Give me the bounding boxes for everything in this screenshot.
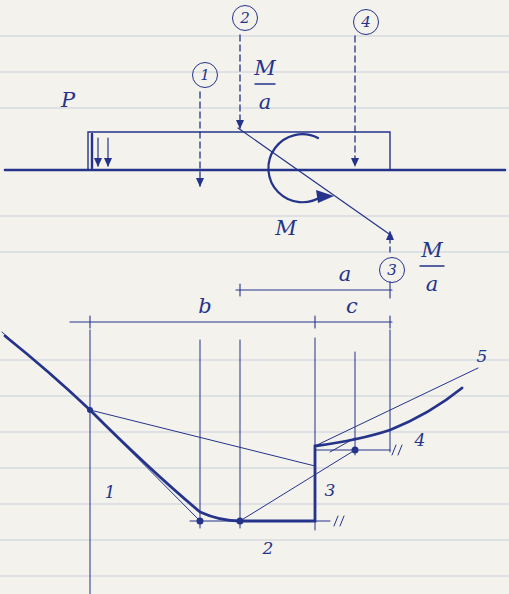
callout-number: 1 xyxy=(200,68,210,83)
segment-number: 5 xyxy=(477,348,488,365)
moment-label: M xyxy=(275,218,297,239)
callout-circle: 3 xyxy=(379,257,405,283)
callout-circle: 1 xyxy=(192,62,218,88)
force-label: M xyxy=(421,240,443,261)
force-label: M xyxy=(254,58,276,79)
load-label: P xyxy=(61,90,75,111)
segment-number: 4 xyxy=(415,432,426,449)
callout-number: 4 xyxy=(361,15,371,30)
segment-number: 2 xyxy=(263,540,274,557)
dimension-label: a xyxy=(339,264,352,285)
callout-number: 2 xyxy=(240,11,250,26)
segment-number: 3 xyxy=(325,482,336,499)
segment-number: 1 xyxy=(105,484,116,501)
callout-circle: 2 xyxy=(232,5,258,31)
dimension-label: c xyxy=(346,296,358,317)
dimension-label: b xyxy=(198,296,211,317)
force-label: a xyxy=(259,92,272,113)
callout-number: 3 xyxy=(387,263,397,278)
callout-circle: 4 xyxy=(353,9,379,35)
force-label: a xyxy=(426,274,439,295)
